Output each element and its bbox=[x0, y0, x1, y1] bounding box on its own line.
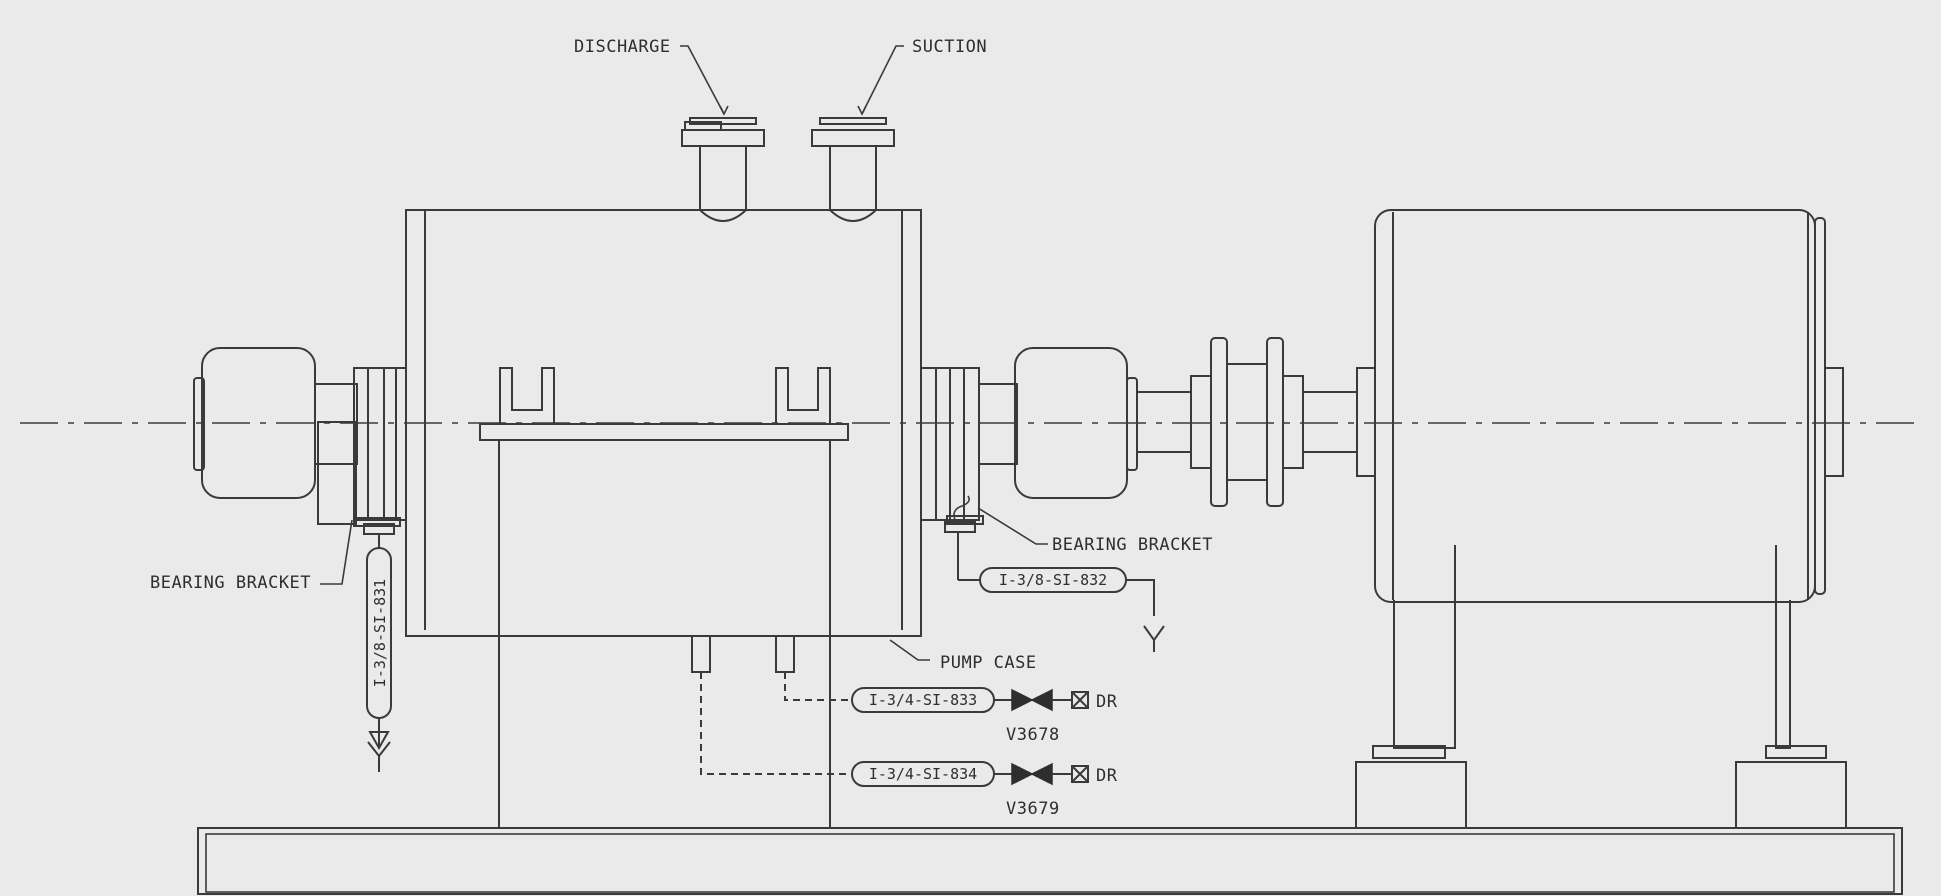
leader-lines bbox=[320, 45, 1048, 661]
drain-label-2: DR bbox=[1096, 766, 1118, 786]
motor bbox=[1355, 209, 1847, 829]
bearing-bracket-right-label: BEARING BRACKET bbox=[1052, 535, 1213, 555]
line-831-label: I-3/8-SI-831 bbox=[371, 579, 389, 687]
discharge-nozzle bbox=[681, 117, 765, 222]
line-833-label: I-3/4-SI-833 bbox=[869, 691, 977, 709]
left-bearing-housing bbox=[193, 347, 407, 527]
pump-case bbox=[405, 209, 922, 828]
left-bearing-drain bbox=[363, 523, 395, 772]
discharge-label: DISCHARGE bbox=[574, 37, 671, 57]
bearing-bracket-left-label: BEARING BRACKET bbox=[150, 573, 311, 593]
valve-v3679-label: V3679 bbox=[1006, 799, 1060, 819]
valve-v3678-label: V3678 bbox=[1006, 725, 1060, 745]
base-skid bbox=[197, 827, 1903, 895]
right-bearing-housing bbox=[920, 347, 1138, 525]
suction-nozzle bbox=[811, 117, 895, 222]
case-drain-lines bbox=[691, 635, 1089, 787]
line-834-label: I-3/4-SI-834 bbox=[869, 765, 977, 783]
coupling bbox=[1136, 337, 1376, 507]
right-bearing-drain bbox=[944, 495, 1165, 652]
suction-label: SUCTION bbox=[912, 37, 987, 57]
pump-case-label: PUMP CASE bbox=[940, 653, 1037, 673]
line-832-label: I-3/8-SI-832 bbox=[999, 571, 1107, 589]
drain-label-1: DR bbox=[1096, 692, 1118, 712]
